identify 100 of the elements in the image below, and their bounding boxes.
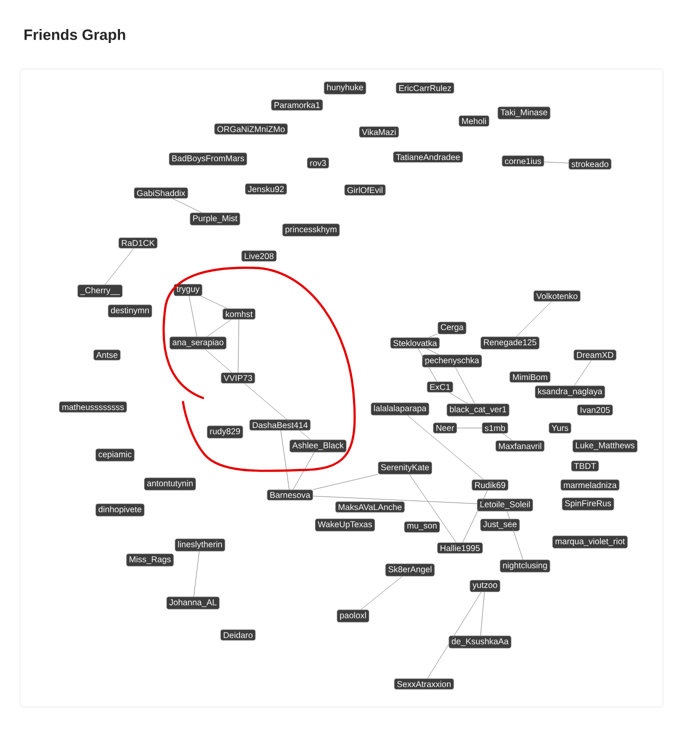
- link-line: [455, 367, 475, 404]
- link-line: [407, 415, 484, 480]
- user-label: SpinFireRus: [562, 498, 614, 510]
- link-line: [462, 490, 488, 543]
- link-line: [292, 452, 315, 490]
- user-label: corne1ius: [502, 155, 544, 167]
- user-label: EricCarrRulez: [396, 82, 454, 94]
- user-label: hunyhuke: [324, 82, 366, 94]
- user-label: Jensku92: [245, 183, 287, 195]
- user-label: Hallie1995: [437, 542, 483, 554]
- user-label: ana_serapiao: [170, 336, 226, 350]
- link-line: [506, 511, 524, 560]
- link-line: [200, 296, 228, 309]
- link-line: [244, 383, 311, 440]
- user-label: Purple_Mist: [190, 212, 240, 226]
- link-line: [426, 348, 440, 355]
- user-label: matheussssssss: [59, 401, 127, 413]
- link-line: [544, 162, 569, 164]
- user-label: DashaBest414: [249, 419, 311, 431]
- link-line: [448, 392, 468, 404]
- user-label: antontutynin: [144, 478, 196, 490]
- user-label: komhst: [222, 308, 256, 320]
- link-line: [194, 551, 200, 597]
- user-label: tryguy: [174, 284, 202, 296]
- link-line: [418, 348, 438, 382]
- link-line: [104, 248, 134, 285]
- user-label: paoloxl: [336, 610, 370, 622]
- user-label: Paramorka1: [271, 99, 323, 111]
- user-label: Letoile_Soleil: [477, 498, 533, 512]
- user-label: TatianeAndradee: [393, 151, 463, 163]
- user-label: VVIP73: [220, 372, 256, 384]
- user-label: Volkotenko: [534, 290, 580, 302]
- user-label: Ashlee_Black: [290, 440, 346, 452]
- link-line: [409, 474, 456, 543]
- user-label: Maxfanavril: [496, 440, 544, 452]
- user-label: VikaMazi: [359, 126, 399, 138]
- user-label: lalalalaparapa: [370, 402, 430, 416]
- user-label: cepiamic: [96, 448, 134, 462]
- link-line: [205, 349, 232, 373]
- user-label: rudy829: [206, 426, 244, 438]
- user-label: Taki_Minase: [498, 106, 550, 120]
- user-label: Cerga: [438, 322, 466, 334]
- link-line: [188, 296, 198, 337]
- user-label: Deidaro: [220, 629, 256, 641]
- user-label: Antse: [93, 350, 121, 360]
- user-label: rov3: [307, 158, 329, 168]
- user-label: Yurs: [548, 422, 572, 434]
- link-line: [312, 474, 378, 490]
- user-label: mu_son: [404, 521, 440, 533]
- user-label: ksandra_naglaya: [534, 386, 606, 398]
- user-label: ExC1: [426, 382, 454, 392]
- link-line: [502, 433, 513, 441]
- user-label: nightclusing: [500, 560, 550, 572]
- user-label: Steklovatka: [390, 337, 440, 349]
- link-line: [428, 334, 438, 338]
- link-line: [574, 360, 592, 386]
- user-label: destinymn: [108, 304, 152, 318]
- user-label: Barnesova: [266, 490, 314, 500]
- link-line: [360, 576, 402, 610]
- user-label: Rudik69: [472, 479, 508, 491]
- user-label: dinhopivete: [96, 504, 144, 516]
- user-label: SerenityKate: [378, 462, 432, 474]
- user-label: Just_see: [480, 518, 520, 532]
- user-label: Meholi: [458, 115, 490, 127]
- user-label: Miss_Rags: [126, 554, 174, 566]
- user-label: black_cat_ver1: [446, 404, 510, 416]
- user-label: Johanna_AL: [166, 596, 220, 610]
- user-label: MimiBom: [510, 371, 550, 383]
- user-label: GirlOfEvil: [344, 184, 386, 196]
- user-label: ORGaNiZMniZMo: [214, 123, 288, 135]
- user-label: marmeladniza: [560, 479, 620, 491]
- user-label: strokeado: [568, 158, 612, 170]
- user-label: WakeUpTexas: [315, 518, 375, 532]
- user-label: lineslytherin: [174, 538, 226, 552]
- user-label: Live208: [241, 250, 277, 262]
- link-line: [206, 319, 232, 337]
- user-label: _Cherry__: [77, 284, 123, 298]
- user-label: yutzoo: [470, 580, 500, 592]
- user-label: princesskhym: [282, 224, 340, 236]
- title: Friends Graph: [24, 29, 126, 43]
- link-line: [238, 319, 240, 373]
- user-label: DreamXD: [574, 350, 616, 360]
- user-label: Sk8erAngel: [385, 564, 435, 576]
- link-line: [172, 198, 202, 213]
- user-label: TBDT: [571, 460, 599, 472]
- link-line: [427, 592, 482, 679]
- link-line: [280, 430, 290, 490]
- user-label: BadBoysFromMars: [168, 152, 248, 166]
- user-label: RaD1CK: [118, 238, 158, 248]
- link-line: [480, 592, 485, 636]
- user-label: marqua_violet_riot: [552, 536, 628, 548]
- link-line: [312, 496, 478, 504]
- user-label: GabiShaddix: [134, 187, 188, 199]
- user-label: Luke_Matthews: [572, 440, 638, 452]
- user-label: pechenyschka: [422, 354, 482, 368]
- user-label: de_KsushkaAa: [448, 636, 512, 648]
- user-label: SexxAtraxxion: [394, 678, 454, 690]
- user-label: Ivan205: [577, 404, 613, 416]
- user-label: s1mb: [482, 422, 508, 434]
- user-label: MaksAVaLAnche: [335, 501, 405, 513]
